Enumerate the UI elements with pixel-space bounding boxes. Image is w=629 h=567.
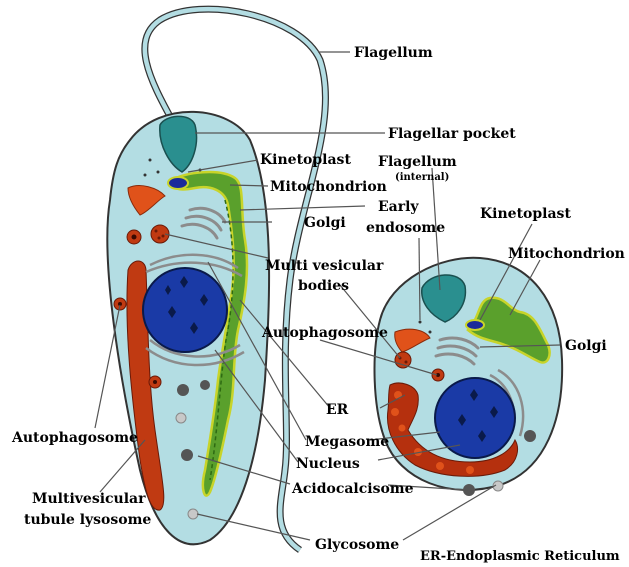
label-mvb-1: Multi vesicular xyxy=(265,258,384,274)
label-er: ER xyxy=(326,402,349,418)
label-legend: ER-Endoplasmic Reticulum xyxy=(420,549,620,564)
amastigote-cell xyxy=(375,258,563,496)
promastigote-cell xyxy=(107,9,325,550)
glycosome-left-2 xyxy=(188,509,198,519)
label-golgi-right: Golgi xyxy=(565,338,607,354)
label-megasome: Megasome xyxy=(305,434,389,450)
label-nucleus: Nucleus xyxy=(296,456,360,472)
label-early-endosome-1: Early xyxy=(378,199,419,215)
label-autophagosome-left: Autophagosome xyxy=(11,430,138,446)
acidocalcisome-left-2 xyxy=(200,380,210,390)
label-kinetoplast-right: Kinetoplast xyxy=(480,206,571,222)
label-acidocalcisome: Acidocalcisome xyxy=(291,481,414,497)
label-flagellum-internal: Flagellum xyxy=(378,154,457,170)
nucleus-right xyxy=(435,378,515,458)
label-mvb-2: bodies xyxy=(298,278,349,294)
label-mvt-1: Multivesicular xyxy=(32,491,146,507)
label-autophagosome-center: Autophagosome xyxy=(261,325,388,341)
glycosome-left-1 xyxy=(176,413,186,423)
label-mitochondrion-left: Mitochondrion xyxy=(270,179,387,195)
label-kinetoplast-left: Kinetoplast xyxy=(260,152,351,168)
label-golgi-left: Golgi xyxy=(304,215,346,231)
acidocalcisome-left-1 xyxy=(177,384,189,396)
label-flagellum: Flagellum xyxy=(354,45,433,61)
acidocalcisome-right-1 xyxy=(524,430,536,442)
kinetoplast-left xyxy=(168,177,188,189)
acidocalcisome-left-3 xyxy=(181,449,193,461)
label-early-endosome-2: endosome xyxy=(366,220,445,236)
label-flagellar-pocket: Flagellar pocket xyxy=(388,126,516,142)
label-flagellum-internal-sub: (internal) xyxy=(395,172,449,183)
kinetoplast-right xyxy=(466,320,484,330)
label-mvt-2: tubule lysosome xyxy=(24,512,151,528)
label-glycosome: Glycosome xyxy=(315,537,399,553)
label-mitochondrion-right: Mitochondrion xyxy=(508,246,625,262)
